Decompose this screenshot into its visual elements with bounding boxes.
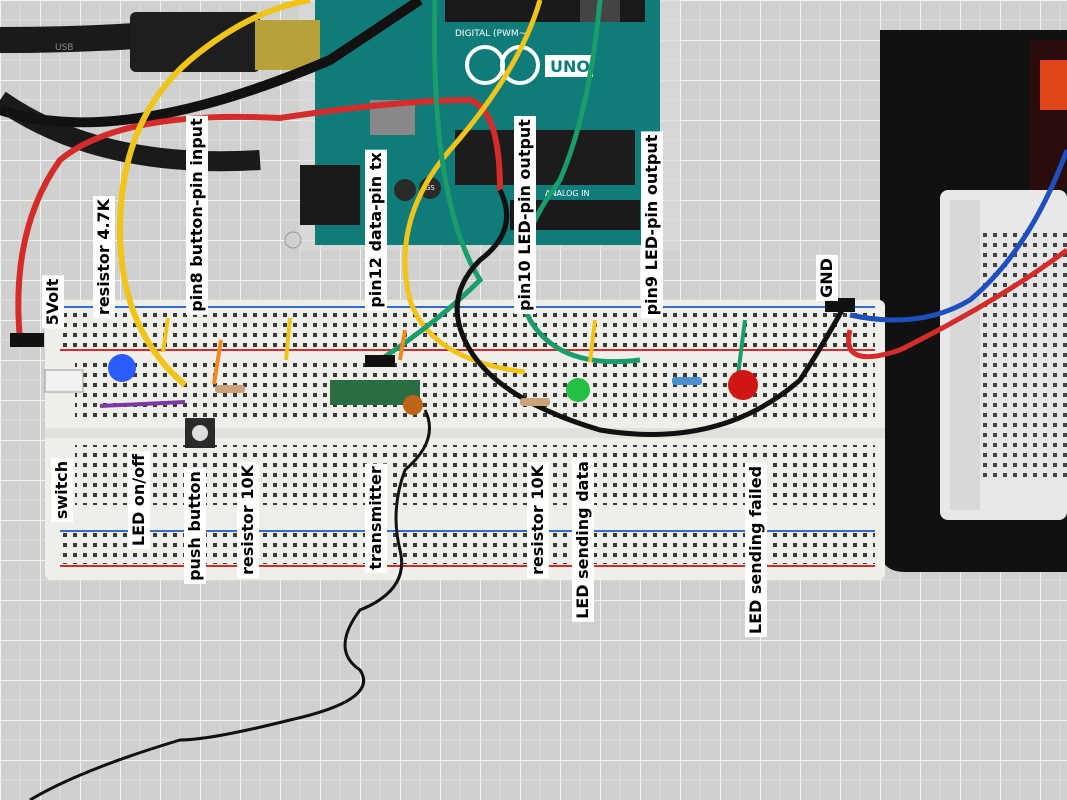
yellow-wire [116,0,311,388]
uno-logo-text: UNO [550,57,590,76]
blue-led [108,354,136,382]
label-pin8: pin8 button-pin input [186,115,208,315]
label-led-onoff: LED on/off [128,450,150,550]
red-led [728,370,758,400]
label-push-button: push button [184,468,206,584]
analog-header-text: ANALOG IN [545,189,590,198]
antenna-wire [29,409,431,800]
yellow-wire-2 [402,0,543,375]
label-5volt: 5Volt [42,275,64,329]
resistor [215,385,245,393]
label-led-sending-data: LED sending data [572,458,594,622]
green-led [566,378,590,402]
label-resistor-10k-b: resistor 10K [527,461,549,579]
red-wire [15,96,503,341]
label-resistor-4-7k: resistor 4.7K [93,195,115,319]
usb-cable: USB [0,0,423,172]
black-wire-gnd [454,188,848,437]
capacitor-text: GS [425,184,435,192]
red-wire-right [846,247,1067,360]
arduino-uno-board: UNO DIGITAL (PWM~) ANALOG IN GS [284,0,680,250]
green-wire-2 [378,0,484,363]
label-pin10: pin10 LED-pin output [514,116,536,314]
digital-header-text: DIGITAL (PWM~) [455,29,530,39]
blue-wire [849,149,1067,323]
label-resistor-10k-a: resistor 10K [237,461,259,579]
label-led-sending-failed: LED sending failed [745,462,767,638]
label-pin12: pin12 data-pin tx [365,149,387,311]
label-pin9: pin9 LED-pin output [641,131,663,319]
slide-switch [44,369,84,393]
label-switch: switch [51,457,73,523]
label-transmitter: transmitter [365,463,387,573]
label-gnd: GND [816,255,838,301]
usb-text: USB [55,43,73,53]
